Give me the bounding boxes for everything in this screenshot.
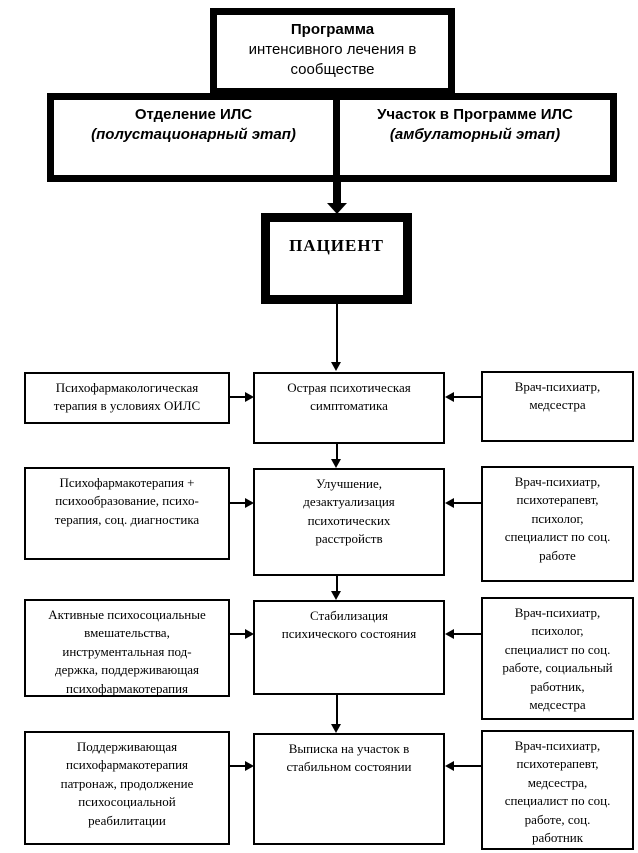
arrow-patient-to-stage1-line	[336, 304, 338, 363]
team-box-3: Врач-психиатр, психолог, специалист по с…	[481, 597, 634, 720]
department-title: Отделение ИЛС	[134, 106, 253, 123]
team-text-1: Врач-психиатр, медсестра	[514, 379, 601, 413]
intervention-box-4: Поддерживающая психофармакотерапия патро…	[24, 731, 230, 845]
program-title: Программа	[290, 21, 375, 38]
arrow-team1-head	[445, 392, 454, 402]
team-text-2: Врач-психиатр, психотерапевт, психолог, …	[504, 474, 611, 563]
intervention-box-2: Психофармакотерапия + психообразование, …	[24, 467, 230, 560]
arrow-intervention3-line	[230, 633, 245, 635]
state-box-2: Улучшение, дезактуализация психотических…	[253, 468, 445, 576]
arrow-intervention3-head	[245, 629, 254, 639]
arrow-intervention2-head	[245, 498, 254, 508]
program-subtitle: интенсивного лечения в сообществе	[248, 40, 417, 78]
intervention-text-3: Активные психосоциальные вмешательства, …	[48, 607, 206, 696]
state-text-2: Улучшение, дезактуализация психотических…	[303, 476, 395, 547]
program-box: Программа интенсивного лечения в сообщес…	[210, 8, 455, 95]
state-box-1: Острая психотическая симптоматика	[253, 372, 445, 444]
arrow-intervention1-head	[245, 392, 254, 402]
site-box: Участок в Программе ИЛС (амбулаторный эт…	[333, 93, 617, 182]
department-stage: (полустационарный этап)	[91, 125, 296, 143]
arrow-team3-line	[454, 633, 481, 635]
site-title: Участок в Программе ИЛС	[377, 106, 573, 123]
team-box-4: Врач-психиатр, психотерапевт, медсестра,…	[481, 730, 634, 850]
arrow-team2-head	[445, 498, 454, 508]
patient-label: ПАЦИЕНТ	[289, 236, 384, 255]
arrow-intervention1-line	[230, 396, 245, 398]
team-box-2: Врач-психиатр, психотерапевт, психолог, …	[481, 466, 634, 582]
intervention-text-2: Психофармакотерапия + психообразование, …	[54, 475, 200, 527]
arrow-stage2-to-stage3-head	[331, 591, 341, 600]
arrow-program-to-patient-shaft	[333, 180, 341, 204]
arrow-intervention4-head	[245, 761, 254, 771]
arrow-team2-line	[454, 502, 481, 504]
patient-box: ПАЦИЕНТ	[261, 213, 412, 304]
state-text-4: Выписка на участок в стабильном состояни…	[286, 741, 412, 775]
arrow-team4-head	[445, 761, 454, 771]
team-text-4: Врач-психиатр, психотерапевт, медсестра,…	[504, 738, 611, 846]
intervention-box-1: Психофармакологическая терапия в условия…	[24, 372, 230, 424]
arrow-intervention2-line	[230, 502, 245, 504]
arrow-stage2-to-stage3-line	[336, 576, 338, 591]
arrow-team1-line	[454, 396, 481, 398]
arrow-stage3-to-stage4-head	[331, 724, 341, 733]
arrow-stage3-to-stage4-line	[336, 695, 338, 724]
arrow-program-to-patient-head	[327, 203, 347, 214]
department-box: Отделение ИЛС (полустационарный этап)	[47, 93, 340, 182]
team-box-1: Врач-психиатр, медсестра	[481, 371, 634, 442]
arrow-team3-head	[445, 629, 454, 639]
arrow-stage1-to-stage2-line	[336, 444, 338, 459]
state-box-4: Выписка на участок в стабильном состояни…	[253, 733, 445, 845]
intervention-text-4: Поддерживающая психофармакотерапия патро…	[60, 739, 194, 828]
intervention-box-3: Активные психосоциальные вмешательства, …	[24, 599, 230, 697]
site-stage: (амбулаторный этап)	[389, 125, 561, 143]
state-box-3: Стабилизация психического состояния	[253, 600, 445, 695]
arrow-team4-line	[454, 765, 481, 767]
arrow-patient-to-stage1-head	[331, 362, 341, 371]
arrow-stage1-to-stage2-head	[331, 459, 341, 468]
intervention-text-1: Психофармакологическая терапия в условия…	[53, 380, 201, 414]
arrow-intervention4-line	[230, 765, 245, 767]
team-text-3: Врач-психиатр, психолог, специалист по с…	[502, 605, 613, 713]
state-text-3: Стабилизация психического состояния	[281, 608, 417, 642]
state-text-1: Острая психотическая симптоматика	[287, 380, 411, 414]
